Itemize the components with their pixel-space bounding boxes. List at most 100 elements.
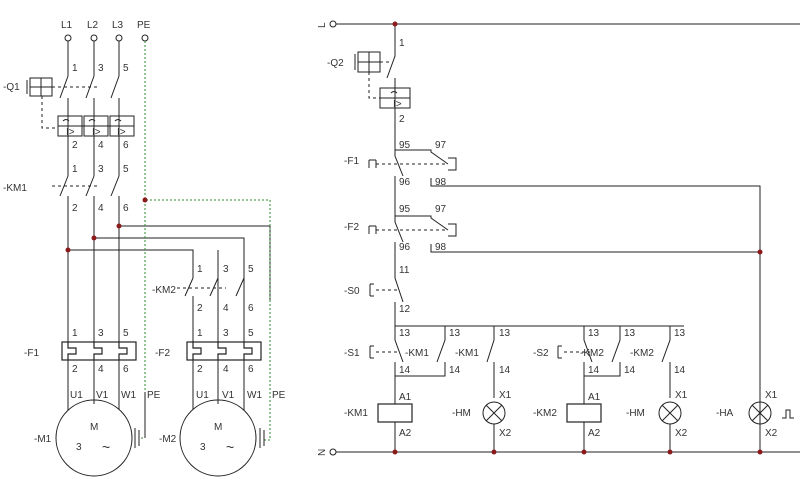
hm2-x1: X1 — [675, 390, 688, 401]
s0-term-11: 11 — [399, 265, 410, 276]
km2-term-6: 6 — [248, 303, 254, 314]
hm2-aux-term-13: 13 — [674, 328, 686, 339]
hm1-x2: X2 — [499, 428, 512, 439]
km1-coil-icon — [377, 403, 413, 423]
f1-term-95: 95 — [399, 140, 411, 151]
hm1-tag: -HM — [452, 408, 471, 419]
km1-coil-a1: A1 — [399, 392, 412, 403]
hm2-aux-tag: -KM2 — [630, 348, 654, 359]
line-terminal — [329, 20, 337, 28]
f2-term-1: 1 — [197, 328, 203, 339]
m1-u1: U1 — [70, 390, 83, 401]
f1-aux-contacts: -F1 95 97 96 98 — [344, 140, 761, 452]
ha-alarm: -HA X1 X2 — [716, 252, 794, 452]
s0-term-12: 12 — [399, 304, 411, 315]
pe-terminal — [141, 34, 149, 42]
km2-coil-icon — [566, 403, 602, 423]
q2-breaker: -Q2 1 I> 2 — [327, 24, 411, 140]
f2-term-3: 3 — [223, 328, 229, 339]
l2-terminal — [90, 34, 98, 42]
f1-term-1: 1 — [72, 328, 78, 339]
hm2-tag: -HM — [626, 408, 645, 419]
km2-aux-term-13: 13 — [624, 328, 636, 339]
m2-w1: W1 — [247, 390, 262, 401]
hm1-aux-term-14: 14 — [499, 365, 511, 376]
q1-trip-2: I> — [92, 127, 101, 138]
motor-m2: U1 V1 W1 PE M 3 ~ -M2 — [159, 390, 286, 477]
control-circuit: L N -Q2 1 I> 2 -F1 95 97 — [317, 20, 800, 456]
km1-aux-term-13: 13 — [449, 328, 461, 339]
f2-tag: -F2 — [155, 348, 170, 359]
f1-term-3: 3 — [98, 328, 104, 339]
ha-tag: -HA — [716, 408, 734, 419]
motor-m2-icon — [179, 399, 257, 477]
s1-term-13: 13 — [399, 328, 411, 339]
s0-stop-button: -S0 11 12 — [344, 262, 411, 326]
f1-overload: -F1 1 3 5 2 4 6 — [24, 328, 137, 392]
f2-term-98: 98 — [435, 242, 447, 253]
m1-tag: -M1 — [34, 434, 52, 445]
f2-overload: -F2 1 3 5 2 4 6 — [155, 328, 262, 392]
neutral-terminal — [329, 448, 337, 456]
km2-coil-a1: A1 — [588, 392, 601, 403]
f2-aux-contacts: -F2 95 97 96 98 — [344, 196, 760, 262]
km1-term-5: 5 — [123, 164, 129, 175]
motor-m1: U1 V1 W1 PE M 3 ~ -M1 — [34, 390, 161, 477]
m2-v1: V1 — [222, 390, 235, 401]
km1-tag: -KM1 — [3, 183, 27, 194]
m2-letter: M — [214, 422, 222, 433]
km2-term-2: 2 — [197, 303, 203, 314]
km2-term-1: 1 — [197, 264, 203, 275]
km1-coil-tag: -KM1 — [344, 408, 368, 419]
km2-aux-tag: -KM2 — [580, 348, 604, 359]
s2-term-13: 13 — [588, 328, 600, 339]
q1-trip-1: I> — [66, 127, 75, 138]
q2-trip: I> — [393, 99, 402, 110]
l1-terminal — [64, 34, 72, 42]
s1-term-14: 14 — [399, 365, 411, 376]
q1-term-1: 1 — [72, 63, 78, 74]
m1-w1: W1 — [121, 390, 136, 401]
f2-term-6: 6 — [248, 364, 254, 375]
f2-term-97: 97 — [435, 204, 447, 215]
q1-breaker: -Q1 1 3 5 I> I> I> 2 4 6 — [3, 63, 135, 151]
neutral-label: N — [317, 449, 328, 456]
l2-label: L2 — [87, 20, 99, 31]
f1-term-4: 4 — [98, 364, 104, 375]
f1-term-5: 5 — [123, 328, 129, 339]
f1-term-6: 6 — [123, 364, 129, 375]
s0-tag: -S0 — [344, 286, 360, 297]
q1-term-6: 6 — [123, 140, 129, 151]
m1-ac: ~ — [102, 439, 110, 455]
f2-term-95: 95 — [399, 204, 411, 215]
f2-term-96: 96 — [399, 242, 411, 253]
km1-coil-a2: A2 — [399, 428, 412, 439]
supply-terminals: L1 L2 L3 PE — [61, 20, 151, 42]
q1-term-4: 4 — [98, 140, 104, 151]
km1-term-6: 6 — [123, 203, 129, 214]
m2-tag: -M2 — [159, 434, 177, 445]
q2-tag: -Q2 — [327, 58, 344, 69]
km2-branch: -S2 13 14 -KM2 13 14 -KM2 13 14 -KM2 A1 … — [533, 326, 688, 452]
hm1-x1: X1 — [499, 390, 512, 401]
f1-term-97: 97 — [435, 140, 447, 151]
km1-branch: -S1 13 14 -KM1 13 14 -KM1 13 14 -KM1 A1 … — [344, 326, 512, 452]
km1-term-2: 2 — [72, 203, 78, 214]
pe-label: PE — [137, 20, 151, 31]
flash-pulse-icon — [782, 409, 794, 419]
km1-term-4: 4 — [98, 203, 104, 214]
q1-term-2: 2 — [72, 140, 78, 151]
km1-aux-tag: -KM1 — [405, 348, 429, 359]
q2-term-1: 1 — [399, 38, 405, 49]
m2-pe: PE — [272, 390, 286, 401]
hm1-aux-term-13: 13 — [499, 328, 511, 339]
km2-tag: -KM2 — [152, 285, 176, 296]
power-circuit: L1 L2 L3 PE -Q1 1 3 5 I> — [3, 20, 286, 477]
f1-term-96: 96 — [399, 177, 411, 188]
s1-tag: -S1 — [344, 348, 360, 359]
hm1-aux-tag: -KM1 — [455, 348, 479, 359]
line-label: L — [317, 22, 328, 28]
m2-ac: ~ — [226, 439, 234, 455]
km2-term-4: 4 — [223, 303, 229, 314]
